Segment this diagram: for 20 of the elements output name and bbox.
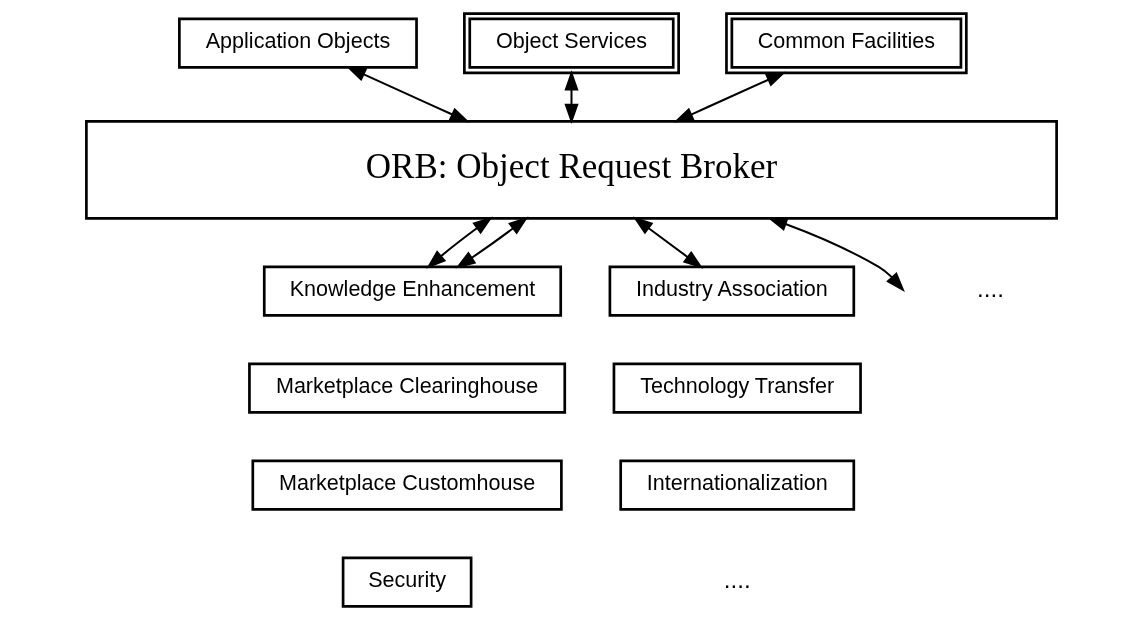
label: ....: [977, 275, 1005, 303]
node-box: Knowledge Enhancement: [262, 265, 563, 317]
arrow: [632, 216, 704, 269]
node-box: Internationalization: [619, 459, 856, 511]
node-box: Technology Transfer: [612, 362, 862, 414]
arrow: [346, 66, 470, 123]
node-box: ORB: Object Request Broker: [85, 120, 1058, 220]
arrow: [767, 217, 905, 292]
arrow: [455, 216, 529, 269]
node-box: Application Objects: [178, 17, 418, 69]
arrow: [426, 216, 493, 269]
label: ....: [723, 566, 751, 594]
node-box: Marketplace Clearinghouse: [248, 362, 567, 414]
arrow: [673, 71, 787, 123]
node-box: Security: [341, 556, 473, 608]
node-box: Object Services: [463, 12, 680, 75]
node-box: Marketplace Customhouse: [251, 459, 563, 511]
node-box: Industry Association: [608, 265, 856, 317]
node-box: Common Facilities: [725, 12, 968, 75]
arrow: [564, 70, 579, 125]
